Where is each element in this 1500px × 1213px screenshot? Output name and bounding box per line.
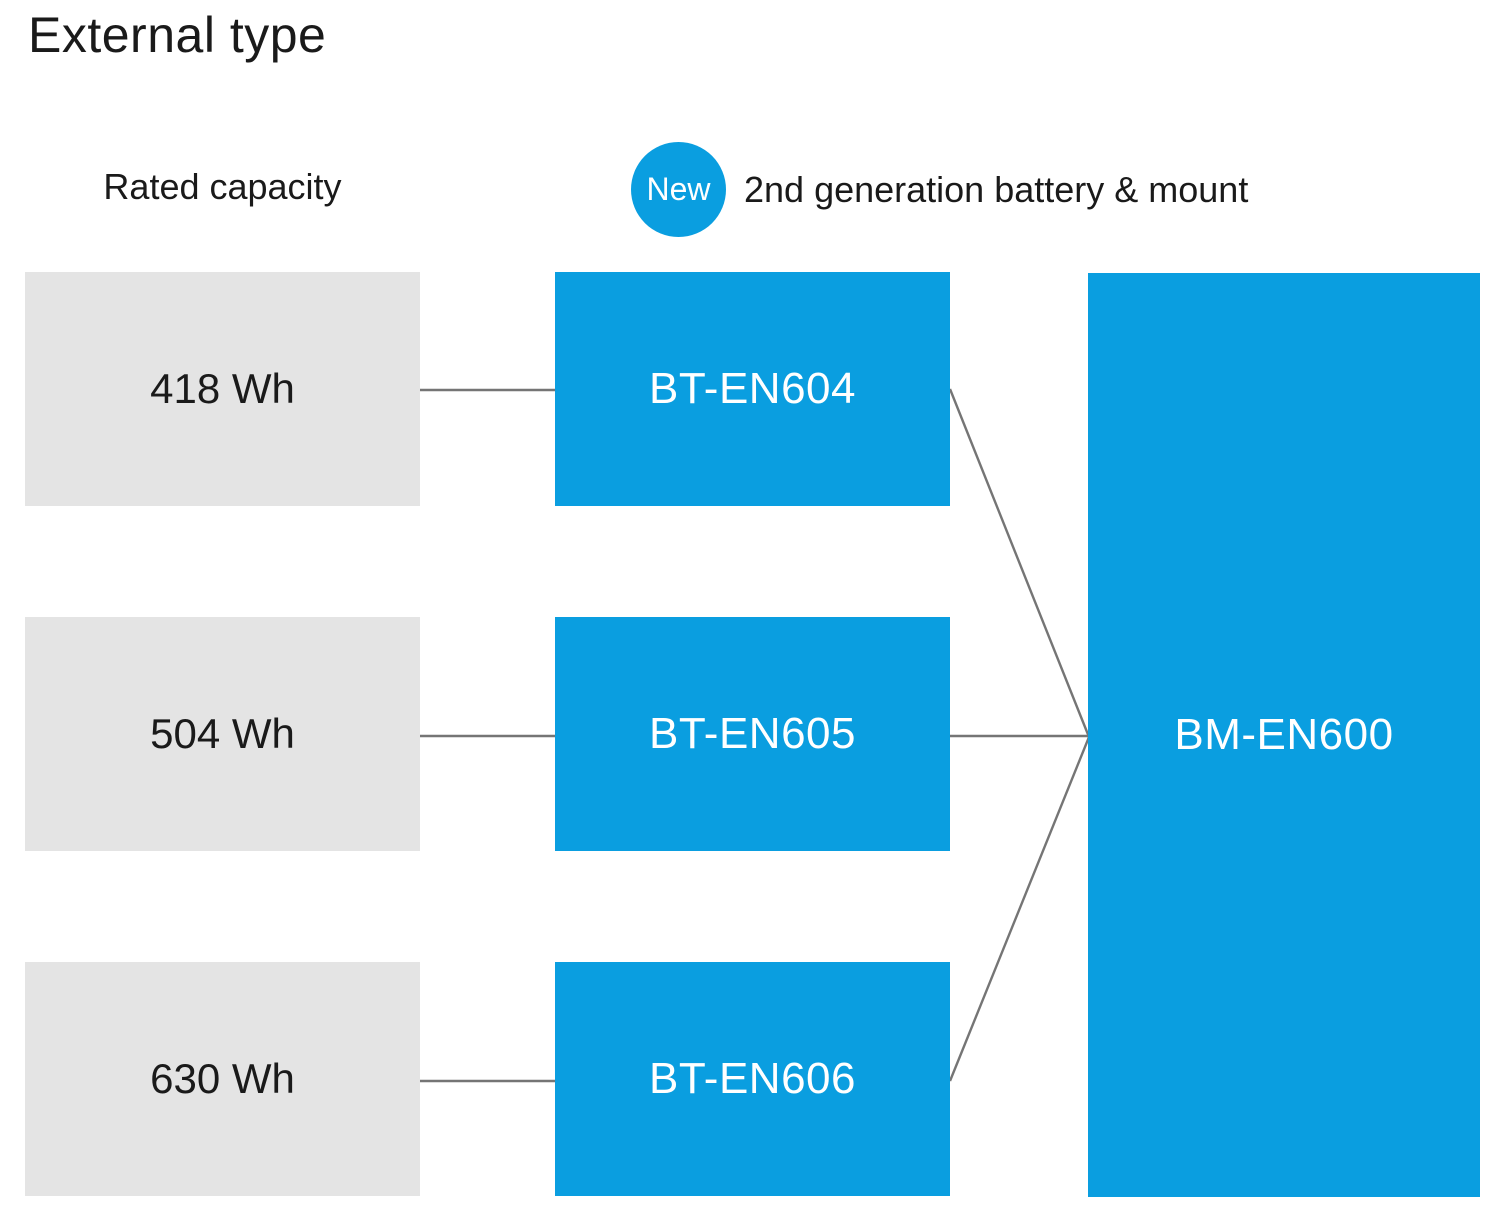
capacity-label: 418 Wh [150, 365, 295, 412]
new-badge-label: New [646, 171, 711, 207]
capacity-box-630wh: 630 Wh [25, 962, 420, 1196]
battery-box-bt-en606: BT-EN606 [555, 962, 950, 1196]
capacity-box-418wh: 418 Wh [25, 272, 420, 506]
new-badge-icon: New [631, 142, 726, 237]
capacity-box-504wh: 504 Wh [25, 617, 420, 851]
battery-label: BT-EN605 [649, 709, 856, 758]
mount-box-bm-en600: BM-EN600 [1088, 273, 1480, 1197]
capacity-label: 504 Wh [150, 710, 295, 757]
battery-box-bt-en605: BT-EN605 [555, 617, 950, 851]
page-title: External type [28, 7, 327, 63]
battery-box-bt-en604: BT-EN604 [555, 272, 950, 506]
badge-caption: 2nd generation battery & mount [744, 169, 1249, 210]
connector-line-bt604-to-bm600 [948, 388, 1091, 738]
connector-line-bt606-to-bm600 [948, 736, 1091, 1082]
capacity-label: 630 Wh [150, 1055, 295, 1102]
rated-capacity-header: Rated capacity [103, 166, 342, 207]
battery-label: BT-EN604 [649, 364, 856, 413]
battery-label: BT-EN606 [649, 1054, 856, 1103]
mount-label: BM-EN600 [1174, 710, 1394, 759]
